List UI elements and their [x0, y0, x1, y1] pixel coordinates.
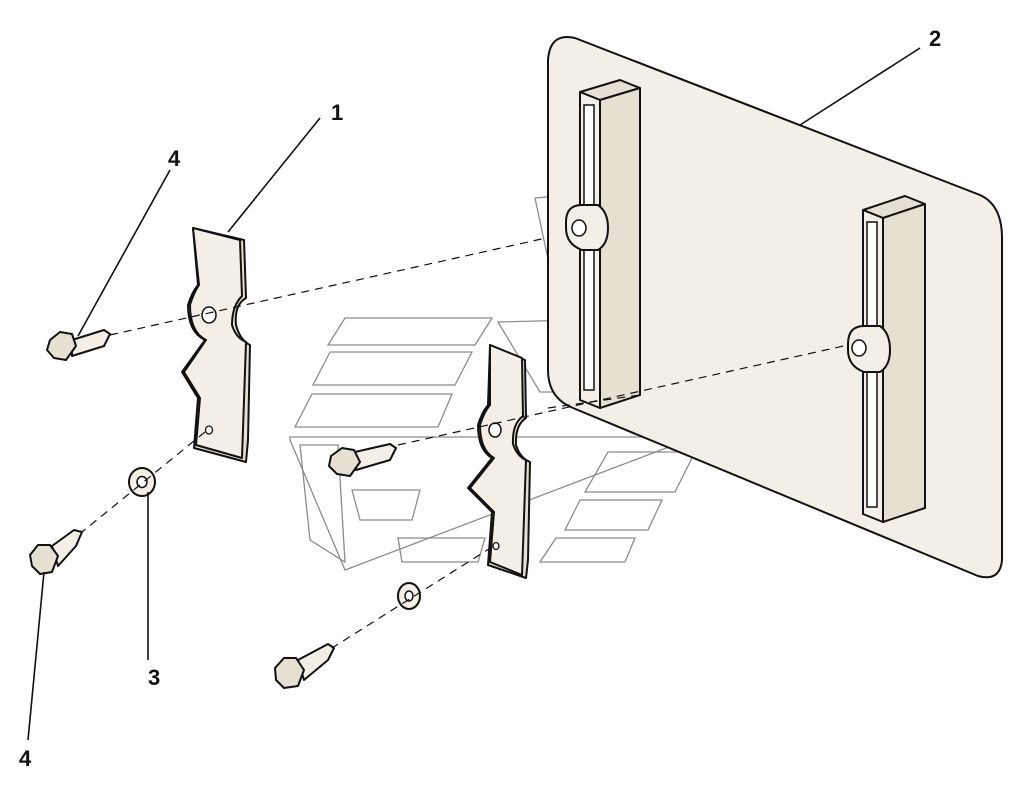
leader-lines	[27, 47, 921, 741]
screw-upper-left	[46, 329, 111, 361]
callout-4-lower: 4	[19, 746, 32, 771]
screw-lower-left	[29, 529, 83, 575]
washer-right	[397, 582, 421, 610]
callout-2: 2	[929, 26, 941, 51]
screw-center	[328, 443, 397, 477]
bracket-right	[467, 344, 531, 579]
callout-3: 3	[148, 665, 160, 690]
washer-left	[128, 467, 156, 497]
assembly-lines	[81, 237, 849, 649]
slot-block-right	[847, 195, 926, 523]
screw-lower-center	[274, 643, 335, 689]
slot-block-left	[565, 79, 641, 409]
bracket-left	[181, 227, 251, 463]
callout-1: 1	[331, 100, 343, 125]
mounting-plate	[547, 36, 1003, 579]
callout-4-upper: 4	[168, 146, 181, 171]
